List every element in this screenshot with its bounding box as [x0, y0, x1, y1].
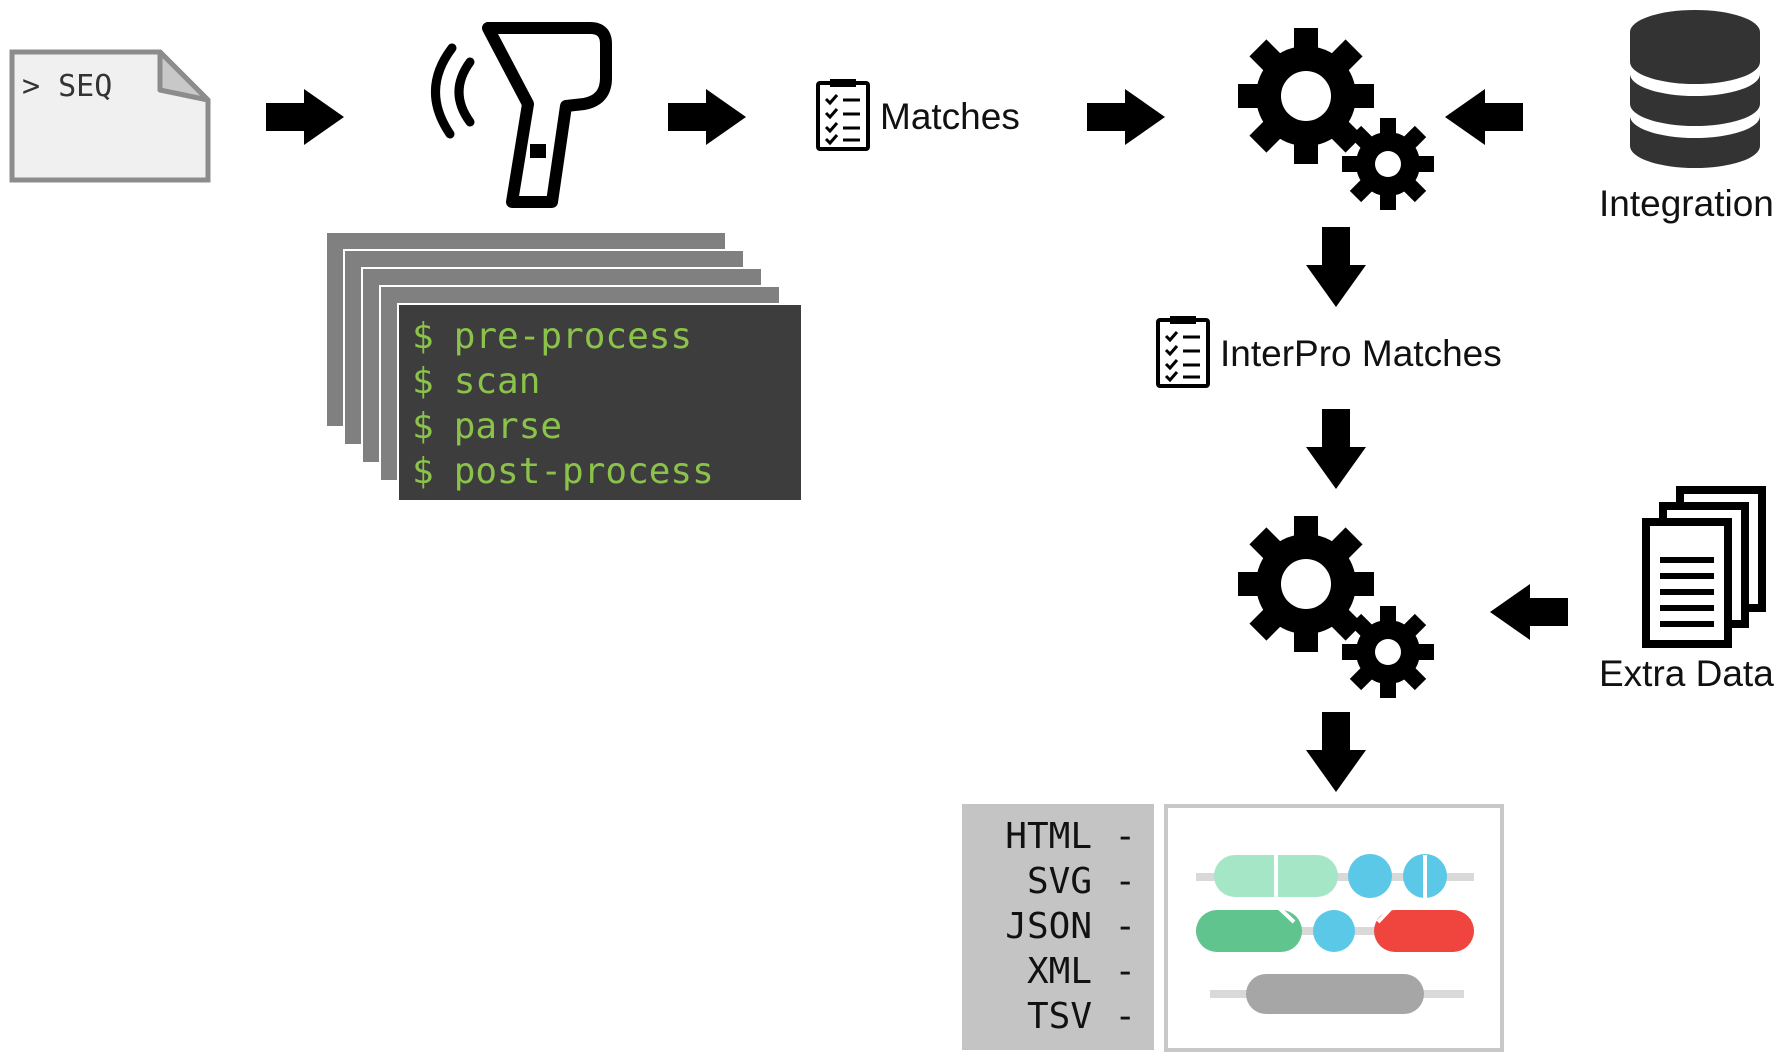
format-xml-label: XML: [1027, 951, 1092, 992]
arrow-right-icon: [668, 89, 746, 145]
terminal-prompt: $: [412, 406, 434, 447]
arrow-left-icon: [1445, 89, 1523, 145]
format-dash: -: [1114, 861, 1136, 902]
format-dash: -: [1114, 816, 1136, 857]
svg-text:$pre-process: $ pre-process: [412, 316, 692, 357]
svg-text:$post-process: $ post-process: [412, 451, 714, 492]
barcode-scanner-icon: [431, 22, 612, 208]
extra-data-label: Extra Data: [1599, 653, 1774, 694]
terminal-stack: $ pre-process $ scan $ parse $ post-process: [325, 231, 803, 502]
format-dash: -: [1114, 906, 1136, 947]
terminal-prompt: $: [412, 361, 434, 402]
gears-icon: [1209, 487, 1454, 718]
protein-domains-icon: [1164, 804, 1504, 1052]
gears-icon: [1209, 0, 1454, 230]
terminal-prompt: $: [412, 316, 434, 357]
format-dash: -: [1114, 951, 1136, 992]
integration-label: Integration: [1599, 183, 1774, 224]
format-html-label: HTML: [1005, 816, 1092, 857]
arrow-down-icon: [1306, 712, 1366, 792]
terminal-command: pre-process: [454, 316, 692, 357]
svg-text:$parse: $ parse: [412, 406, 562, 447]
arrow-down-icon: [1306, 227, 1366, 307]
format-tsv-label: TSV: [1027, 996, 1092, 1037]
seq-file-icon: > SEQ: [9, 49, 211, 183]
arrow-down-icon: [1306, 409, 1366, 489]
terminal-command: scan: [454, 361, 541, 402]
terminal-window: [397, 303, 803, 502]
arrow-right-icon: [266, 89, 344, 145]
documents-icon: [1642, 486, 1766, 648]
format-json-label: JSON: [1005, 906, 1092, 947]
arrow-left-icon: [1490, 584, 1568, 640]
database-icon: [1630, 10, 1760, 168]
terminal-command: parse: [454, 406, 562, 447]
output-formats-panel: HTML SVG JSON XML TSV - - - - -: [962, 804, 1154, 1050]
matches-label: Matches: [880, 96, 1020, 137]
svg-text:$scan: $ scan: [412, 361, 540, 402]
checklist-icon: [1156, 314, 1210, 388]
seq-file-label: > SEQ: [22, 69, 112, 104]
terminal-command: post-process: [454, 451, 714, 492]
terminal-prompt: $: [412, 451, 434, 492]
format-dash: -: [1114, 996, 1136, 1037]
checklist-icon: [816, 77, 870, 151]
format-svg-label: SVG: [1027, 861, 1092, 902]
interpro-matches-label: InterPro Matches: [1220, 333, 1502, 374]
arrow-right-icon: [1087, 89, 1165, 145]
